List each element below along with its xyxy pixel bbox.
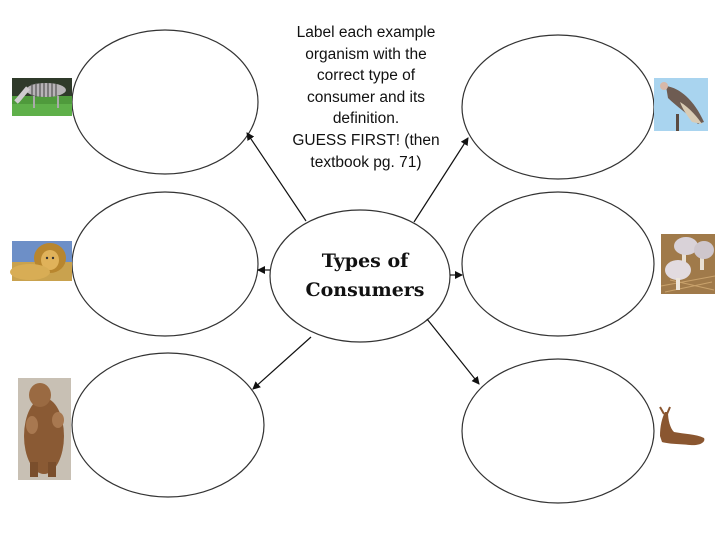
mushroom-photo — [660, 234, 716, 294]
answer-ellipse-top-right[interactable] — [461, 34, 655, 180]
instructions-line: Label each example — [296, 24, 436, 41]
instructions-line: organism with the — [305, 45, 427, 63]
instructions-line: consumer and its — [306, 88, 426, 106]
instructions-line: textbook pg. 71) — [310, 153, 422, 171]
arrow-to-top-left — [246, 132, 307, 222]
center-title-line: Types of — [321, 250, 409, 272]
zebra-photo — [12, 78, 72, 116]
arrow-to-top-right — [413, 137, 469, 223]
instructions-line: definition. — [332, 110, 400, 128]
answer-ellipse-middle-left[interactable] — [71, 191, 259, 337]
answer-ellipse-top-left[interactable] — [71, 29, 259, 175]
instructions-line: correct type of — [316, 67, 416, 85]
center-ellipse — [269, 209, 451, 343]
instructions-text: Label each example organism with the cor… — [280, 22, 452, 173]
bear-photo — [18, 378, 71, 480]
lion-photo — [10, 241, 72, 281]
arrow-to-bottom-right — [426, 318, 480, 385]
answer-ellipse-bottom-left[interactable] — [71, 352, 265, 498]
arrow-to-bottom-left — [252, 336, 312, 390]
instructions-line: GUESS FIRST! (then — [292, 131, 440, 149]
answer-ellipse-middle-right[interactable] — [461, 191, 655, 337]
answer-ellipse-bottom-right[interactable] — [461, 358, 655, 504]
vulture-photo — [654, 78, 708, 131]
center-title: Types of Consumers — [270, 247, 460, 305]
center-title-line: Consumers — [305, 279, 425, 301]
slug-photo — [659, 406, 705, 446]
